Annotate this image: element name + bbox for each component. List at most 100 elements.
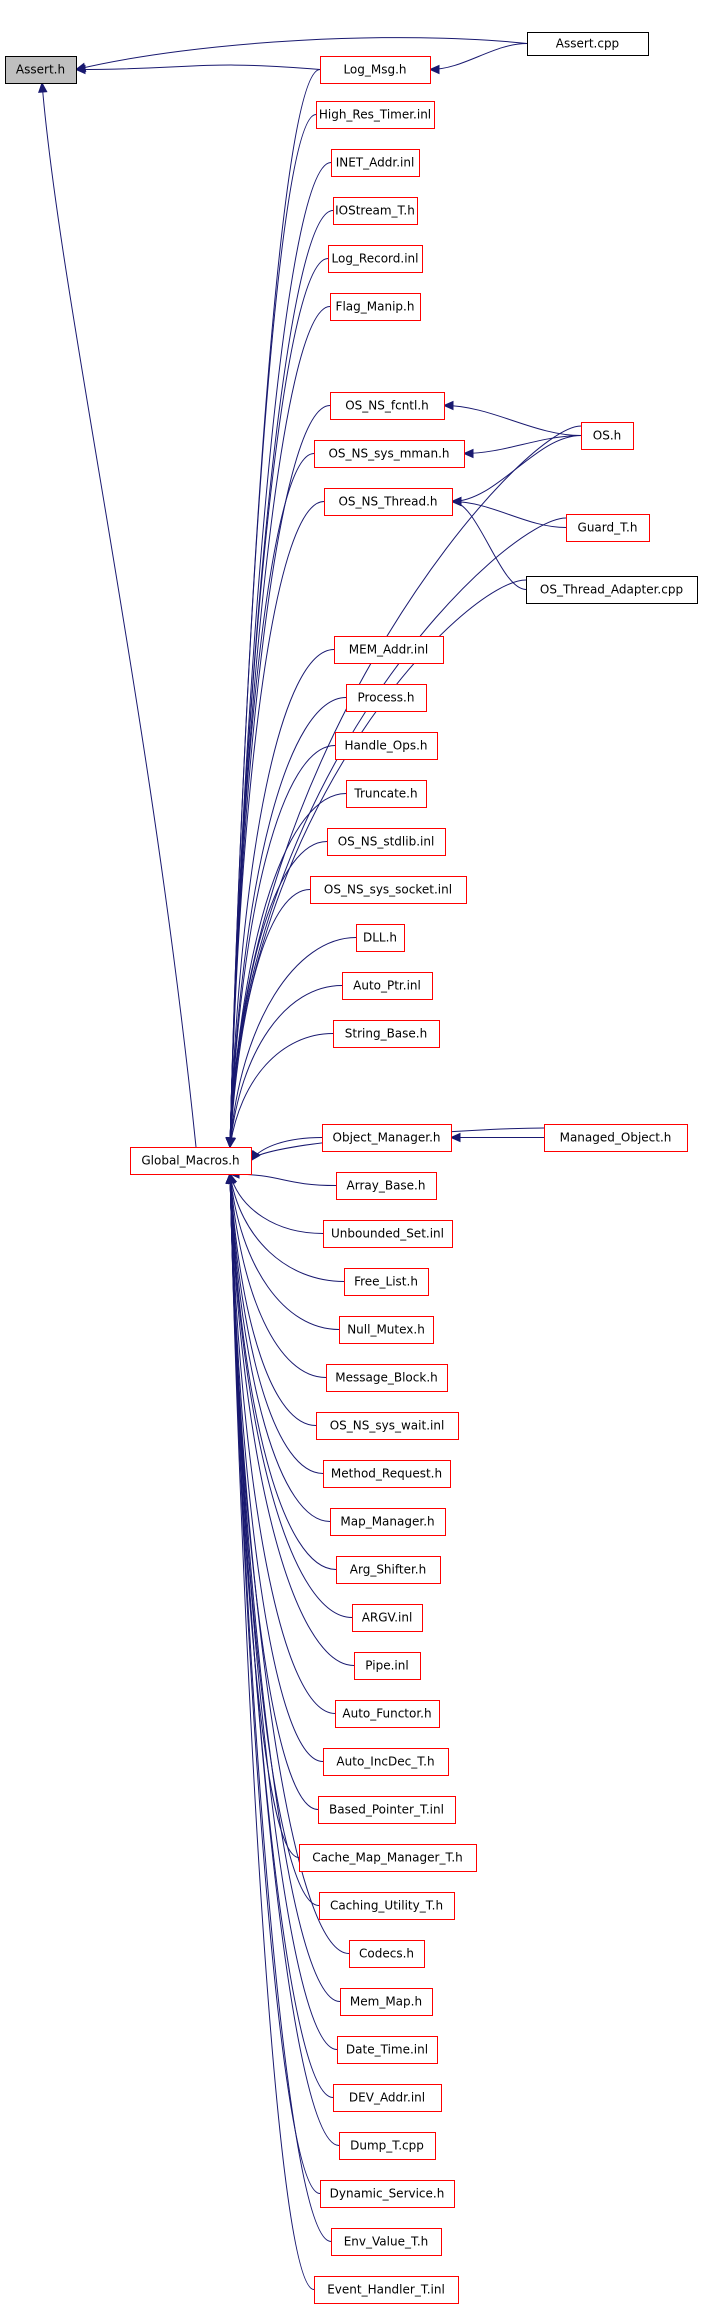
node-box — [330, 1508, 446, 1536]
node-label: OS_NS_fcntl.h — [345, 399, 429, 413]
node-null-mutex[interactable]: Null_Mutex.h — [339, 1316, 434, 1344]
node-handle-ops[interactable]: Handle_Ops.h — [335, 732, 438, 760]
node-process-h[interactable]: Process.h — [346, 684, 427, 712]
node-box — [354, 1652, 421, 1680]
node-label: Log_Msg.h — [343, 63, 406, 77]
node-log-msg-h[interactable]: Log_Msg.h — [320, 56, 431, 84]
node-label: Caching_Utility_T.h — [330, 1899, 443, 1913]
node-box — [356, 924, 405, 952]
node-event-handler-t[interactable]: Event_Handler_T.inl — [314, 2276, 459, 2304]
node-dll-h[interactable]: DLL.h — [356, 924, 405, 952]
node-os-ns-sys-mman[interactable]: OS_NS_sys_mman.h — [314, 440, 465, 468]
node-truncate-h[interactable]: Truncate.h — [346, 780, 427, 808]
node-label: IOStream_T.h — [335, 204, 415, 218]
node-map-manager[interactable]: Map_Manager.h — [330, 1508, 446, 1536]
node-log-record[interactable]: Log_Record.inl — [328, 245, 423, 273]
node-box — [352, 1604, 423, 1632]
nodes-layer: Assert.h Assert.cppLog_Msg.hHigh_Res_Time… — [5, 32, 698, 2304]
node-assert-cpp[interactable]: Assert.cpp — [527, 32, 649, 56]
node-label: Guard_T.h — [578, 521, 638, 535]
node-os-ns-sys-socket[interactable]: OS_NS_sys_socket.inl — [310, 876, 467, 904]
node-label: Codecs.h — [359, 1947, 414, 1961]
node-os-ns-sys-wait[interactable]: OS_NS_sys_wait.inl — [316, 1412, 459, 1440]
node-label: OS.h — [593, 429, 621, 443]
node-box — [336, 1556, 441, 1584]
node-box — [310, 876, 467, 904]
node-guard-t[interactable]: Guard_T.h — [566, 514, 650, 542]
node-caching-utility[interactable]: Caching_Utility_T.h — [319, 1892, 455, 1920]
edge-os_thread_adapter-to-global_macros — [225, 579, 527, 1149]
node-mem-addr[interactable]: MEM_Addr.inl — [334, 636, 444, 664]
node-box — [342, 972, 433, 1000]
node-box — [566, 514, 650, 542]
node-box — [339, 2132, 436, 2160]
node-global-macros[interactable]: Global_Macros.h — [130, 1147, 252, 1175]
node-flag-manip[interactable]: Flag_Manip.h — [330, 293, 421, 321]
node-argv-inl[interactable]: ARGV.inl — [352, 1604, 423, 1632]
node-box — [328, 245, 423, 273]
node-label: Assert.cpp — [556, 37, 619, 51]
node-label: Truncate.h — [353, 787, 417, 801]
node-label: OS_NS_sys_wait.inl — [330, 1419, 445, 1433]
node-os-thread-adapter[interactable]: OS_Thread_Adapter.cpp — [526, 576, 698, 604]
node-box — [336, 1172, 437, 1200]
node-string-base[interactable]: String_Base.h — [333, 1020, 440, 1048]
node-method-request[interactable]: Method_Request.h — [323, 1460, 451, 1488]
node-inet-addr[interactable]: INET_Addr.inl — [331, 149, 420, 177]
node-label: Cache_Map_Manager_T.h — [312, 1851, 463, 1865]
node-unbounded-set[interactable]: Unbounded_Set.inl — [323, 1220, 453, 1248]
node-label: Pipe.inl — [365, 1659, 408, 1673]
node-box — [349, 1940, 425, 1968]
node-box — [316, 101, 435, 129]
node-cache-map-manager[interactable]: Cache_Map_Manager_T.h — [299, 1844, 477, 1872]
node-label: Dump_T.cpp — [350, 2139, 424, 2153]
node-os-ns-thread[interactable]: OS_NS_Thread.h — [324, 488, 453, 516]
node-label: Null_Mutex.h — [347, 1323, 425, 1337]
node-object-manager[interactable]: Object_Manager.h — [322, 1124, 452, 1152]
node-label: Flag_Manip.h — [336, 300, 415, 314]
node-label: OS_NS_sys_socket.inl — [324, 883, 452, 897]
node-box — [323, 1220, 453, 1248]
node-os-ns-fcntl[interactable]: OS_NS_fcntl.h — [330, 392, 445, 420]
node-box — [333, 1020, 440, 1048]
node-label: Unbounded_Set.inl — [331, 1227, 444, 1241]
node-assert-h: Assert.h — [5, 56, 77, 84]
node-label: Based_Pointer_T.inl — [329, 1803, 444, 1817]
node-array-base[interactable]: Array_Base.h — [336, 1172, 437, 1200]
node-high-res-timer[interactable]: High_Res_Timer.inl — [316, 101, 435, 129]
node-arg-shifter[interactable]: Arg_Shifter.h — [336, 1556, 441, 1584]
node-box — [5, 56, 77, 84]
node-dynamic-service[interactable]: Dynamic_Service.h — [320, 2180, 455, 2208]
node-managed-object[interactable]: Managed_Object.h — [544, 1124, 688, 1152]
node-date-time[interactable]: Date_Time.inl — [337, 2036, 438, 2064]
node-label: Global_Macros.h — [141, 1154, 239, 1168]
node-iostream-t[interactable]: IOStream_T.h — [333, 197, 418, 225]
node-box — [344, 1268, 429, 1296]
node-label: Dynamic_Service.h — [330, 2187, 445, 2201]
node-label: ARGV.inl — [362, 1611, 413, 1625]
node-dump-t[interactable]: Dump_T.cpp — [339, 2132, 436, 2160]
node-codecs-h[interactable]: Codecs.h — [349, 1940, 425, 1968]
node-box — [330, 392, 445, 420]
node-box — [346, 684, 427, 712]
node-label: INET_Addr.inl — [336, 156, 415, 170]
node-label: High_Res_Timer.inl — [319, 108, 431, 122]
node-free-list[interactable]: Free_List.h — [344, 1268, 429, 1296]
node-pipe-inl[interactable]: Pipe.inl — [354, 1652, 421, 1680]
node-label: Auto_Ptr.inl — [353, 979, 421, 993]
node-os-ns-stdlib[interactable]: OS_NS_stdlib.inl — [327, 828, 446, 856]
node-dev-addr[interactable]: DEV_Addr.inl — [333, 2084, 442, 2112]
node-auto-functor[interactable]: Auto_Functor.h — [335, 1700, 440, 1728]
node-box — [334, 636, 444, 664]
node-message-block[interactable]: Message_Block.h — [326, 1364, 448, 1392]
node-auto-incdec[interactable]: Auto_IncDec_T.h — [323, 1748, 449, 1776]
node-env-value-t[interactable]: Env_Value_T.h — [331, 2228, 442, 2256]
node-auto-ptr[interactable]: Auto_Ptr.inl — [342, 972, 433, 1000]
edge-os_thread_adapter-to-os_ns_thread — [450, 496, 527, 590]
node-box — [316, 1412, 459, 1440]
node-based-pointer[interactable]: Based_Pointer_T.inl — [318, 1796, 456, 1824]
node-mem-map[interactable]: Mem_Map.h — [340, 1988, 433, 2016]
node-box — [527, 32, 649, 56]
node-os-h[interactable]: OS.h — [581, 422, 634, 450]
